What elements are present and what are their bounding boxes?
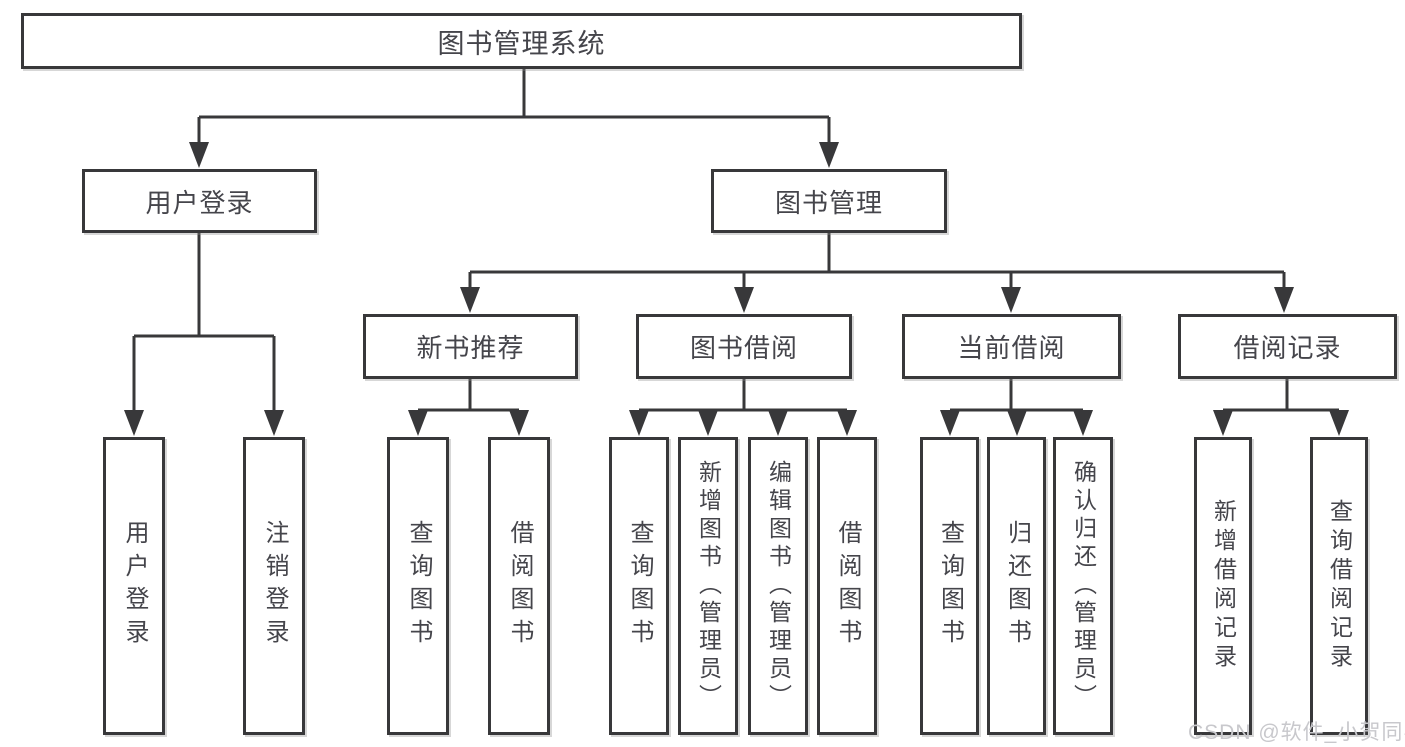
- leaf-label: 新增图书（管理员）: [695, 460, 722, 712]
- leaf-logout-login: 注销登录: [243, 437, 305, 735]
- leaf-query-books-recommend: 查询图书: [387, 437, 449, 735]
- leaf-add-borrow-record: 新增借阅记录: [1194, 437, 1252, 735]
- leaf-label: 借阅图书: [834, 520, 861, 652]
- leaf-label: 查询图书: [405, 520, 432, 652]
- leaf-borrow-books: 借阅图书: [817, 437, 877, 735]
- node-new-book-recommend: 新书推荐: [363, 314, 578, 379]
- leaf-label: 借阅图书: [506, 520, 533, 652]
- leaf-label: 查询借阅记录: [1326, 499, 1353, 673]
- leaf-query-books-current: 查询图书: [920, 437, 979, 735]
- leaf-label: 注销登录: [261, 520, 288, 652]
- leaf-borrow-books-recommend: 借阅图书: [488, 437, 550, 735]
- leaf-label: 编辑图书（管理员）: [765, 460, 792, 712]
- leaf-label: 新增借阅记录: [1210, 499, 1237, 673]
- node-user-login: 用户登录: [82, 169, 317, 233]
- leaf-user-login: 用户登录: [103, 437, 165, 735]
- node-borrowing-records: 借阅记录: [1178, 314, 1397, 379]
- leaf-query-borrow-record: 查询借阅记录: [1310, 437, 1368, 735]
- leaf-edit-book-admin: 编辑图书（管理员）: [748, 437, 808, 735]
- leaf-label: 查询图书: [626, 520, 653, 652]
- leaf-query-books-borrow: 查询图书: [609, 437, 669, 735]
- leaf-label: 确认归还（管理员）: [1070, 460, 1097, 712]
- node-book-borrowing: 图书借阅: [636, 314, 852, 379]
- csdn-watermark: CSDN @软件_小贺同学: [1188, 721, 1405, 744]
- leaf-label: 归还图书: [1003, 520, 1031, 652]
- node-library-system: 图书管理系统: [21, 13, 1022, 69]
- leaf-return-books: 归还图书: [987, 437, 1046, 735]
- leaf-add-book-admin: 新增图书（管理员）: [678, 437, 738, 735]
- node-current-borrowing: 当前借阅: [902, 314, 1121, 379]
- node-book-management: 图书管理: [711, 169, 947, 233]
- leaf-confirm-return-admin: 确认归还（管理员）: [1053, 437, 1113, 735]
- arrowheads: [124, 142, 1349, 436]
- leaf-label: 查询图书: [936, 520, 964, 652]
- leaf-label: 用户登录: [121, 520, 148, 652]
